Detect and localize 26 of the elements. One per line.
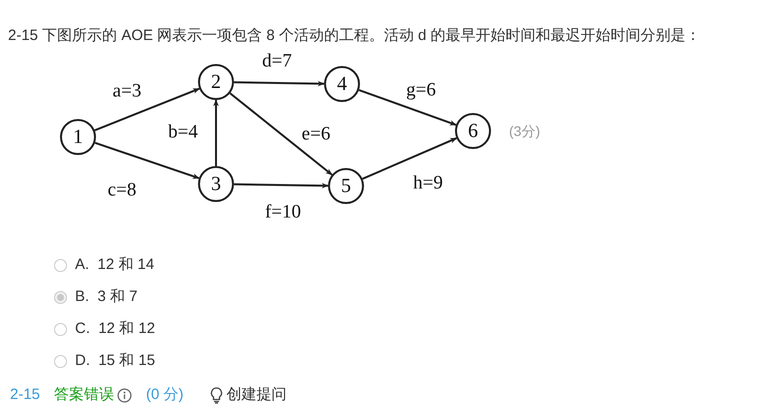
arrow bbox=[234, 182, 329, 188]
result-text: 答案错误 bbox=[54, 385, 114, 405]
arrow bbox=[94, 88, 200, 132]
option-text: B. 3 和 7 bbox=[75, 287, 138, 308]
option-text: A. 12 和 14 bbox=[75, 255, 154, 276]
edge-label: h=9 bbox=[413, 174, 443, 192]
edge-label: d=7 bbox=[262, 52, 292, 70]
score-label: (3分) bbox=[509, 122, 540, 141]
edge-label: c=8 bbox=[108, 180, 136, 200]
create-question-link: 创建提问 bbox=[226, 385, 287, 405]
option-text: C. 12 和 12 bbox=[75, 319, 156, 340]
score-text: (0 分) bbox=[146, 385, 184, 405]
arrow bbox=[229, 92, 333, 176]
edge-label: g=6 bbox=[406, 80, 436, 100]
arrow bbox=[94, 142, 200, 180]
question-text: 2-15 下图所示的 AOE 网表示一项包含 8 个活动的工程。活动 d 的最早开始时间和最迟开始时间分别是： bbox=[8, 26, 701, 46]
arrow bbox=[213, 99, 219, 166]
edge-label: a=3 bbox=[112, 82, 142, 100]
option-text: D. 15 和 15 bbox=[75, 351, 156, 372]
edge-label: f=10 bbox=[264, 202, 302, 222]
arrow bbox=[234, 80, 325, 86]
question-number: 2-15 bbox=[10, 385, 40, 405]
edge-label: b=4 bbox=[168, 122, 198, 142]
arrow bbox=[362, 137, 458, 180]
edge-label: e=6 bbox=[302, 124, 330, 144]
arrow bbox=[358, 89, 457, 126]
